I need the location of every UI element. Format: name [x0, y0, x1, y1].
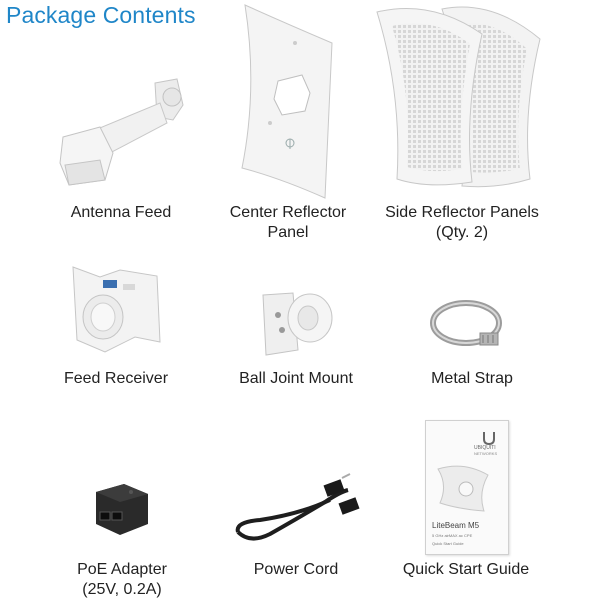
ubiquiti-logo-icon	[483, 432, 495, 446]
guide-caption-1: 5 GHz airMAX ac CPE	[432, 533, 473, 538]
metal-strap-image	[430, 300, 502, 346]
guide-brand: UBIQUITI	[474, 445, 496, 451]
guide-brand-sub: NETWORKS	[474, 451, 498, 456]
poe-adapter-image	[96, 484, 148, 535]
antenna-feed-image	[59, 78, 184, 186]
feed-receiver-image	[72, 266, 161, 353]
center-reflector-image	[241, 4, 333, 199]
guide-caption-2: Quick Start Guide	[432, 541, 464, 546]
label-quick-start-guide: Quick Start Guide	[402, 561, 530, 578]
label-side-reflector-panels: Side Reflector Panels(Qty. 2)	[385, 204, 539, 241]
label-ball-joint-mount: Ball Joint Mount	[239, 370, 353, 387]
label-feed-receiver: Feed Receiver	[63, 370, 169, 387]
page-title: Package Contents	[6, 2, 196, 28]
side-reflector-panels-image	[376, 6, 541, 188]
ball-joint-mount-image	[262, 292, 333, 356]
label-antenna-feed: Antenna Feed	[70, 204, 172, 221]
label-metal-strap: Metal Strap	[431, 370, 513, 387]
label-poe-adapter: PoE Adapter(25V, 0.2A)	[77, 561, 167, 598]
quick-start-guide-image: UBIQUITI NETWORKS LiteBeam M5 5 GHz airM…	[425, 420, 509, 555]
guide-product: LiteBeam M5	[432, 521, 480, 530]
label-power-cord: Power Cord	[253, 561, 339, 578]
power-cord-image	[235, 473, 360, 541]
guide-dish-icon	[437, 465, 489, 512]
